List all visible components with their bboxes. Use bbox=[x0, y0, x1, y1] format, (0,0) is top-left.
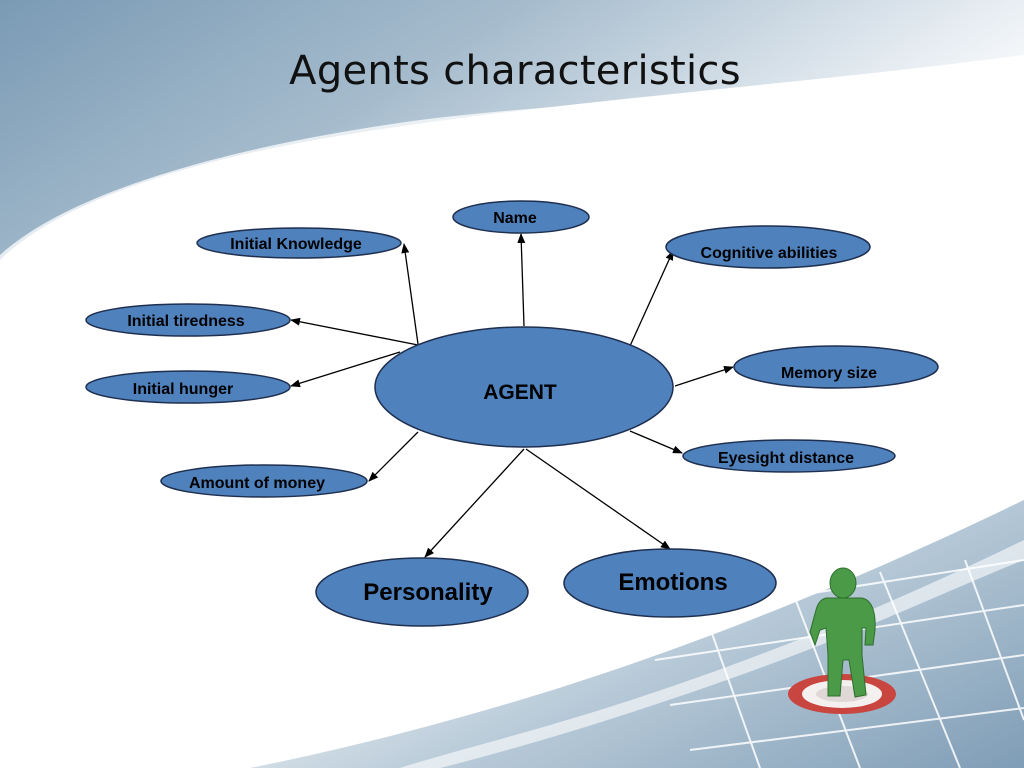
arrow-to-cognitive-abilities bbox=[629, 250, 674, 347]
arrow-to-initial-hunger bbox=[290, 351, 401, 388]
slide-title: Agents characteristics bbox=[289, 48, 741, 94]
node-initial-hunger: Initial hunger bbox=[85, 370, 291, 404]
node-cognitive-abilities-label: Cognitive abilities bbox=[701, 245, 838, 262]
arrow-to-amount-of-money bbox=[368, 431, 419, 482]
node-name-label: Name bbox=[493, 210, 537, 227]
node-personality-label: Personality bbox=[363, 579, 493, 606]
node-cognitive-abilities: Cognitive abilities bbox=[665, 225, 871, 269]
arrow-to-eyesight-distance bbox=[629, 430, 683, 454]
node-memory-size: Memory size bbox=[733, 345, 939, 389]
arrow-to-initial-tiredness bbox=[290, 317, 419, 346]
node-amount-of-money-label: Amount of money bbox=[189, 475, 325, 492]
connectors bbox=[290, 233, 734, 558]
node-initial-tiredness: Initial tiredness bbox=[85, 303, 291, 337]
person-icon bbox=[809, 567, 876, 698]
node-initial-knowledge: Initial Knowledge bbox=[196, 227, 402, 259]
node-eyesight-distance-label: Eyesight distance bbox=[718, 450, 854, 467]
node-initial-tiredness-label: Initial tiredness bbox=[127, 313, 244, 330]
arrow-to-name bbox=[517, 233, 526, 327]
node-initial-hunger-label: Initial hunger bbox=[133, 381, 233, 398]
node-agent: AGENT bbox=[374, 326, 674, 448]
node-eyesight-distance: Eyesight distance bbox=[682, 439, 896, 473]
node-amount-of-money: Amount of money bbox=[160, 464, 368, 498]
target-icon bbox=[788, 674, 896, 714]
arrow-to-initial-knowledge bbox=[401, 243, 419, 345]
arrow-to-personality bbox=[424, 448, 525, 558]
node-initial-knowledge-label: Initial Knowledge bbox=[230, 236, 362, 253]
node-agent-label: AGENT bbox=[483, 381, 557, 404]
node-emotions: Emotions bbox=[563, 548, 777, 618]
arrow-to-emotions bbox=[525, 448, 671, 550]
node-memory-size-label: Memory size bbox=[781, 365, 877, 382]
arrow-to-memory-size bbox=[674, 366, 734, 387]
node-emotions-label: Emotions bbox=[618, 569, 727, 596]
node-name: Name bbox=[452, 200, 590, 234]
node-personality: Personality bbox=[315, 557, 529, 627]
